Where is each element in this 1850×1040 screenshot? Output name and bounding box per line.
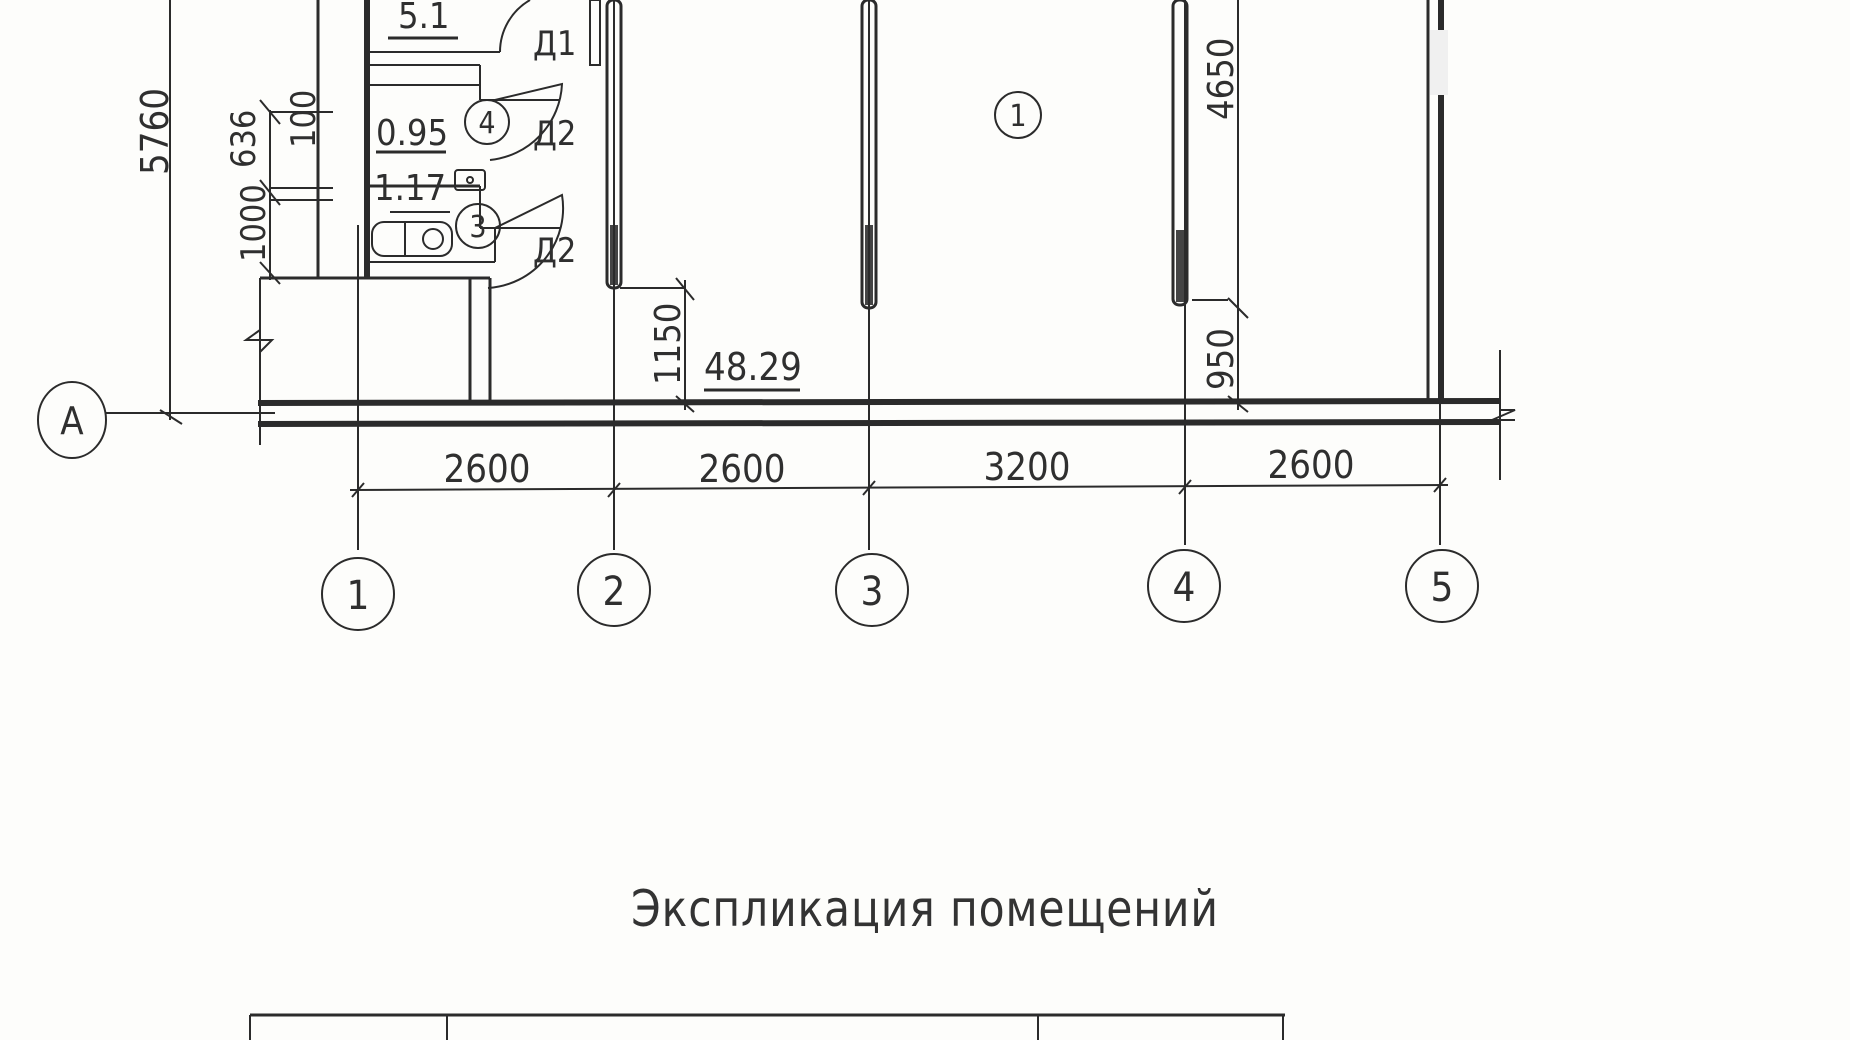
axis-marker-a: A <box>37 381 107 459</box>
dim-span-2: 2600 <box>699 447 786 491</box>
dim-5760: 5760 <box>133 88 177 175</box>
door-label-d2-upper: Д2 <box>533 114 576 154</box>
svg-text:4: 4 <box>478 106 495 141</box>
door-label-d1: Д1 <box>533 24 576 64</box>
dim-1150: 1150 <box>648 303 689 385</box>
door-label-d2-lower: Д2 <box>533 231 576 271</box>
axis-marker-3: 3 <box>835 553 909 627</box>
svg-text:3: 3 <box>469 210 486 245</box>
room-area-5-1: 5.1 <box>398 0 450 37</box>
axis-marker-4: 4 <box>1147 549 1221 623</box>
explication-table <box>249 1013 1285 1040</box>
dim-span-4: 2600 <box>1268 443 1355 487</box>
svg-text:A: A <box>60 399 84 443</box>
svg-text:5: 5 <box>1431 565 1454 611</box>
dim-950: 950 <box>1201 328 1242 390</box>
dim-4650: 4650 <box>1201 38 1242 120</box>
svg-text:1: 1 <box>1009 99 1026 134</box>
axis-marker-2: 2 <box>577 553 651 627</box>
svg-text:3: 3 <box>861 569 884 615</box>
dim-636: 636 <box>224 110 264 168</box>
axis-marker-5: 5 <box>1405 549 1479 623</box>
dim-span-3: 3200 <box>984 445 1071 489</box>
room-area-0-95: 0.95 <box>376 113 448 154</box>
svg-text:1: 1 <box>347 573 370 619</box>
room-area-48-29: 48.29 <box>704 345 802 389</box>
room-area-1-17: 1.17 <box>374 168 446 209</box>
dim-1000: 1000 <box>234 184 274 262</box>
svg-text:4: 4 <box>1173 565 1196 611</box>
explication-title: Экспликация помещений <box>631 880 1219 938</box>
room-marker-1: 1 <box>994 91 1042 139</box>
svg-text:2: 2 <box>603 569 626 615</box>
room-marker-3: 3 <box>455 203 501 249</box>
room-marker-4: 4 <box>464 99 510 145</box>
dim-span-1: 2600 <box>444 447 531 491</box>
axis-marker-1: 1 <box>321 557 395 631</box>
